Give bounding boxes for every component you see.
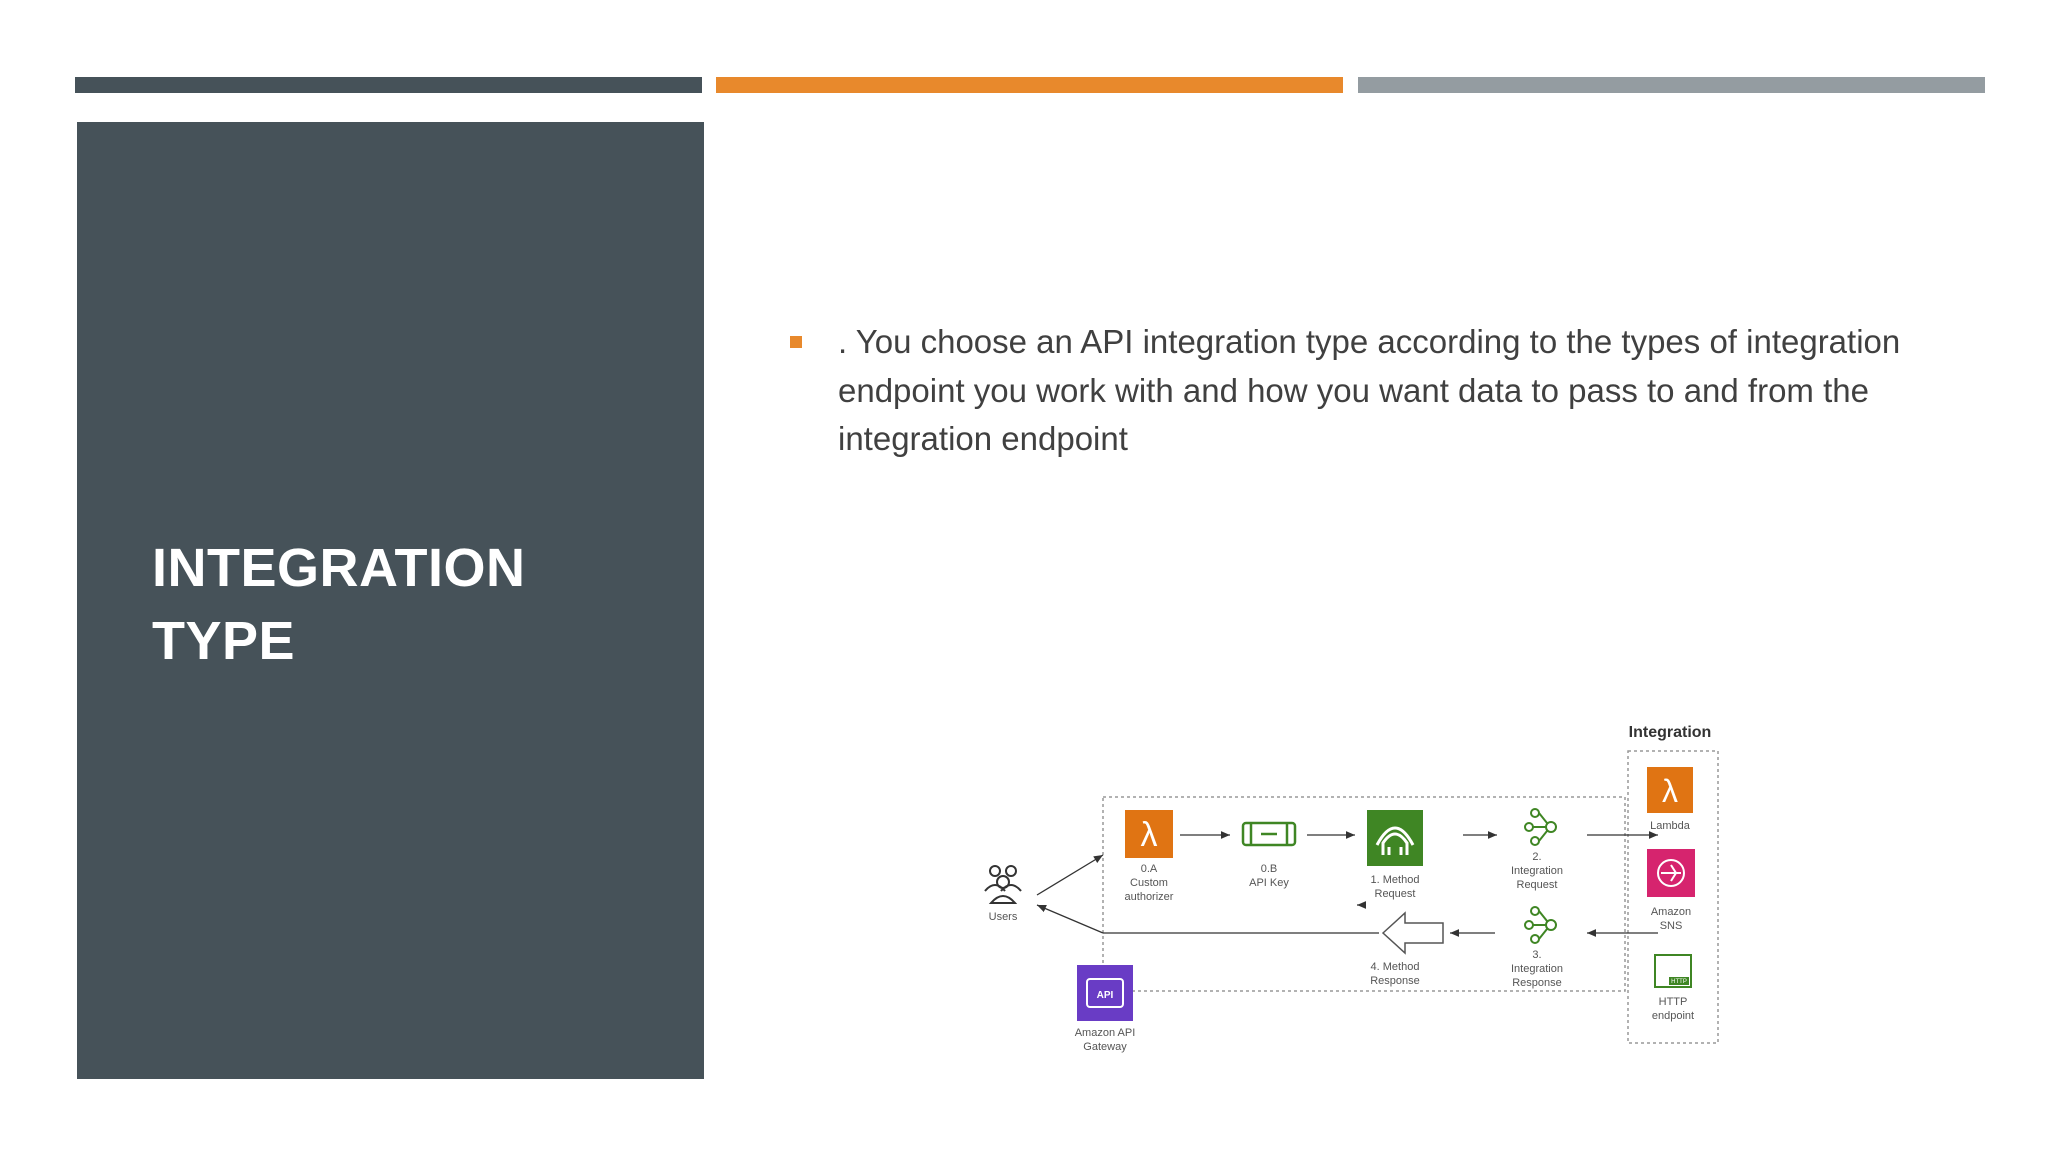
integration-header: Integration	[1629, 724, 1712, 741]
integration-response-label-3: Response	[1512, 977, 1562, 989]
custom-authorizer-label-1: 0.A	[1141, 863, 1158, 875]
svg-text:λ: λ	[1662, 773, 1678, 809]
top-bar-gray	[1358, 77, 1985, 93]
integration-request-label-2: Integration	[1511, 865, 1563, 877]
sns-label-2: SNS	[1660, 920, 1683, 932]
custom-authorizer-label-3: authorizer	[1125, 891, 1174, 903]
top-bar-dark	[75, 77, 702, 93]
sns-label-1: Amazon	[1651, 906, 1691, 918]
slide-title: INTEGRATION TYPE	[152, 532, 672, 678]
integration-box	[1627, 750, 1719, 1044]
method-request-icon	[1367, 810, 1423, 866]
lambda-icon	[1647, 767, 1693, 813]
title-line-2: TYPE	[152, 611, 296, 671]
api-gateway-icon-text: API	[1097, 990, 1114, 1001]
title-line-1: INTEGRATION	[152, 538, 526, 598]
integration-request-label-3: Request	[1517, 879, 1558, 891]
integration-response-icon	[1524, 906, 1557, 944]
gateway-box	[1102, 796, 1626, 992]
http-endpoint-label-1: HTTP	[1659, 996, 1688, 1008]
method-response-arrow-icon	[1381, 911, 1444, 955]
users-label: Users	[989, 911, 1018, 923]
top-bar-orange	[716, 77, 1343, 93]
method-request-label-1: 1. Method	[1371, 874, 1420, 886]
method-request-label-2: Request	[1375, 888, 1416, 900]
integration-response-label-2: Integration	[1511, 963, 1563, 975]
api-key-label-1: 0.B	[1261, 863, 1278, 875]
integration-diagram: Integration Users λ 0.A Custom authorize…	[984, 724, 1719, 1053]
integration-response-label-1: 3.	[1532, 949, 1541, 961]
integration-request-label-1: 2.	[1532, 851, 1541, 863]
arrow-response-to-users	[1036, 904, 1104, 934]
bullet-text: . You choose an API integration type acc…	[838, 323, 1901, 457]
method-response-label-1: 4. Method	[1371, 961, 1420, 973]
custom-authorizer-label-2: Custom	[1130, 877, 1168, 889]
users-icon	[984, 865, 1022, 904]
svg-text:λ: λ	[1141, 816, 1158, 854]
custom-authorizer-icon	[1125, 810, 1173, 858]
http-endpoint-icon-text: HTTP	[1671, 979, 1687, 985]
api-key-icon	[1241, 821, 1297, 847]
lambda-label: Lambda	[1650, 820, 1691, 832]
title-panel: INTEGRATION TYPE	[77, 122, 704, 1079]
square-bullet-icon	[790, 336, 802, 348]
integration-request-icon	[1524, 808, 1557, 846]
http-endpoint-icon	[1654, 954, 1692, 988]
api-gateway-label-1: Amazon API	[1075, 1027, 1136, 1039]
api-key-label-2: API Key	[1249, 877, 1289, 889]
http-endpoint-label-2: endpoint	[1652, 1010, 1694, 1022]
method-response-label-2: Response	[1370, 975, 1420, 987]
arrow-users-to-authorizer	[1036, 854, 1104, 896]
api-gateway-label-2: Gateway	[1083, 1041, 1127, 1053]
